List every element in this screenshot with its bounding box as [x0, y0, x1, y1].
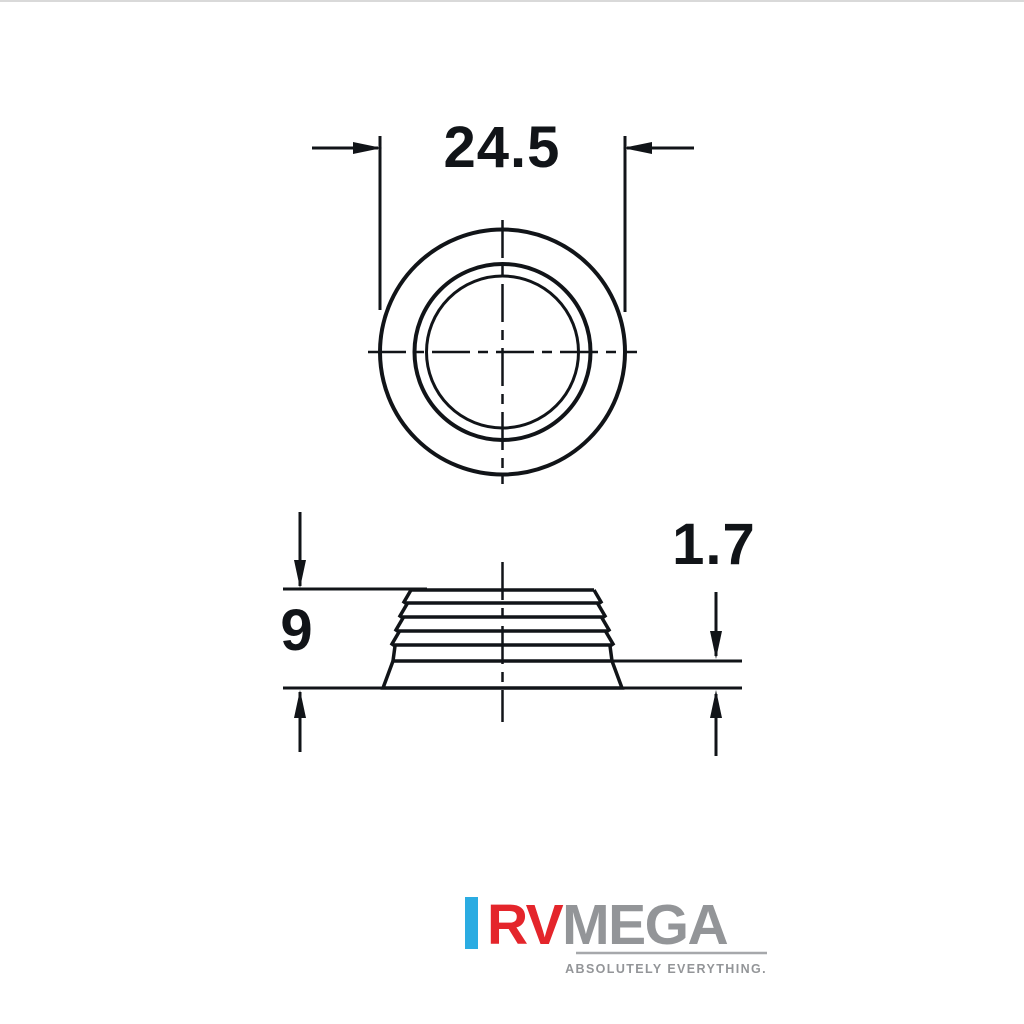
height-dimension-label: 9: [280, 598, 313, 663]
logo-rv-text: RV: [487, 893, 564, 957]
diameter-arrowheads: [353, 142, 652, 154]
height-arrowheads: [294, 560, 306, 718]
page-top-border: [0, 0, 1024, 2]
logo-tagline: ABSOLUTELY EVERYTHING.: [565, 962, 767, 976]
arrowhead-down-icon: [294, 560, 306, 588]
plug-right-thread-profile: [592, 589, 616, 662]
side-view: [380, 562, 625, 722]
arrowhead-down-icon: [710, 631, 722, 659]
plug-left-thread-profile: [389, 589, 413, 662]
flange-arrowheads: [710, 631, 722, 718]
arrowhead-left-icon: [623, 142, 652, 154]
arrowhead-up-icon: [294, 690, 306, 718]
arrowhead-up-icon: [710, 690, 722, 718]
top-view: [368, 220, 637, 484]
logo-mega-text: MEGA: [562, 893, 727, 957]
flange-dimension-label: 1.7: [672, 512, 756, 577]
logo: RVMEGA ABSOLUTELY EVERYTHING.: [465, 893, 767, 976]
arrowhead-right-icon: [353, 142, 382, 154]
logo-wordmark: RVMEGA: [487, 893, 727, 957]
flange-dimension-lines: [612, 592, 742, 756]
diameter-dimension-label: 24.5: [444, 115, 561, 180]
logo-blue-bar: [465, 897, 478, 949]
